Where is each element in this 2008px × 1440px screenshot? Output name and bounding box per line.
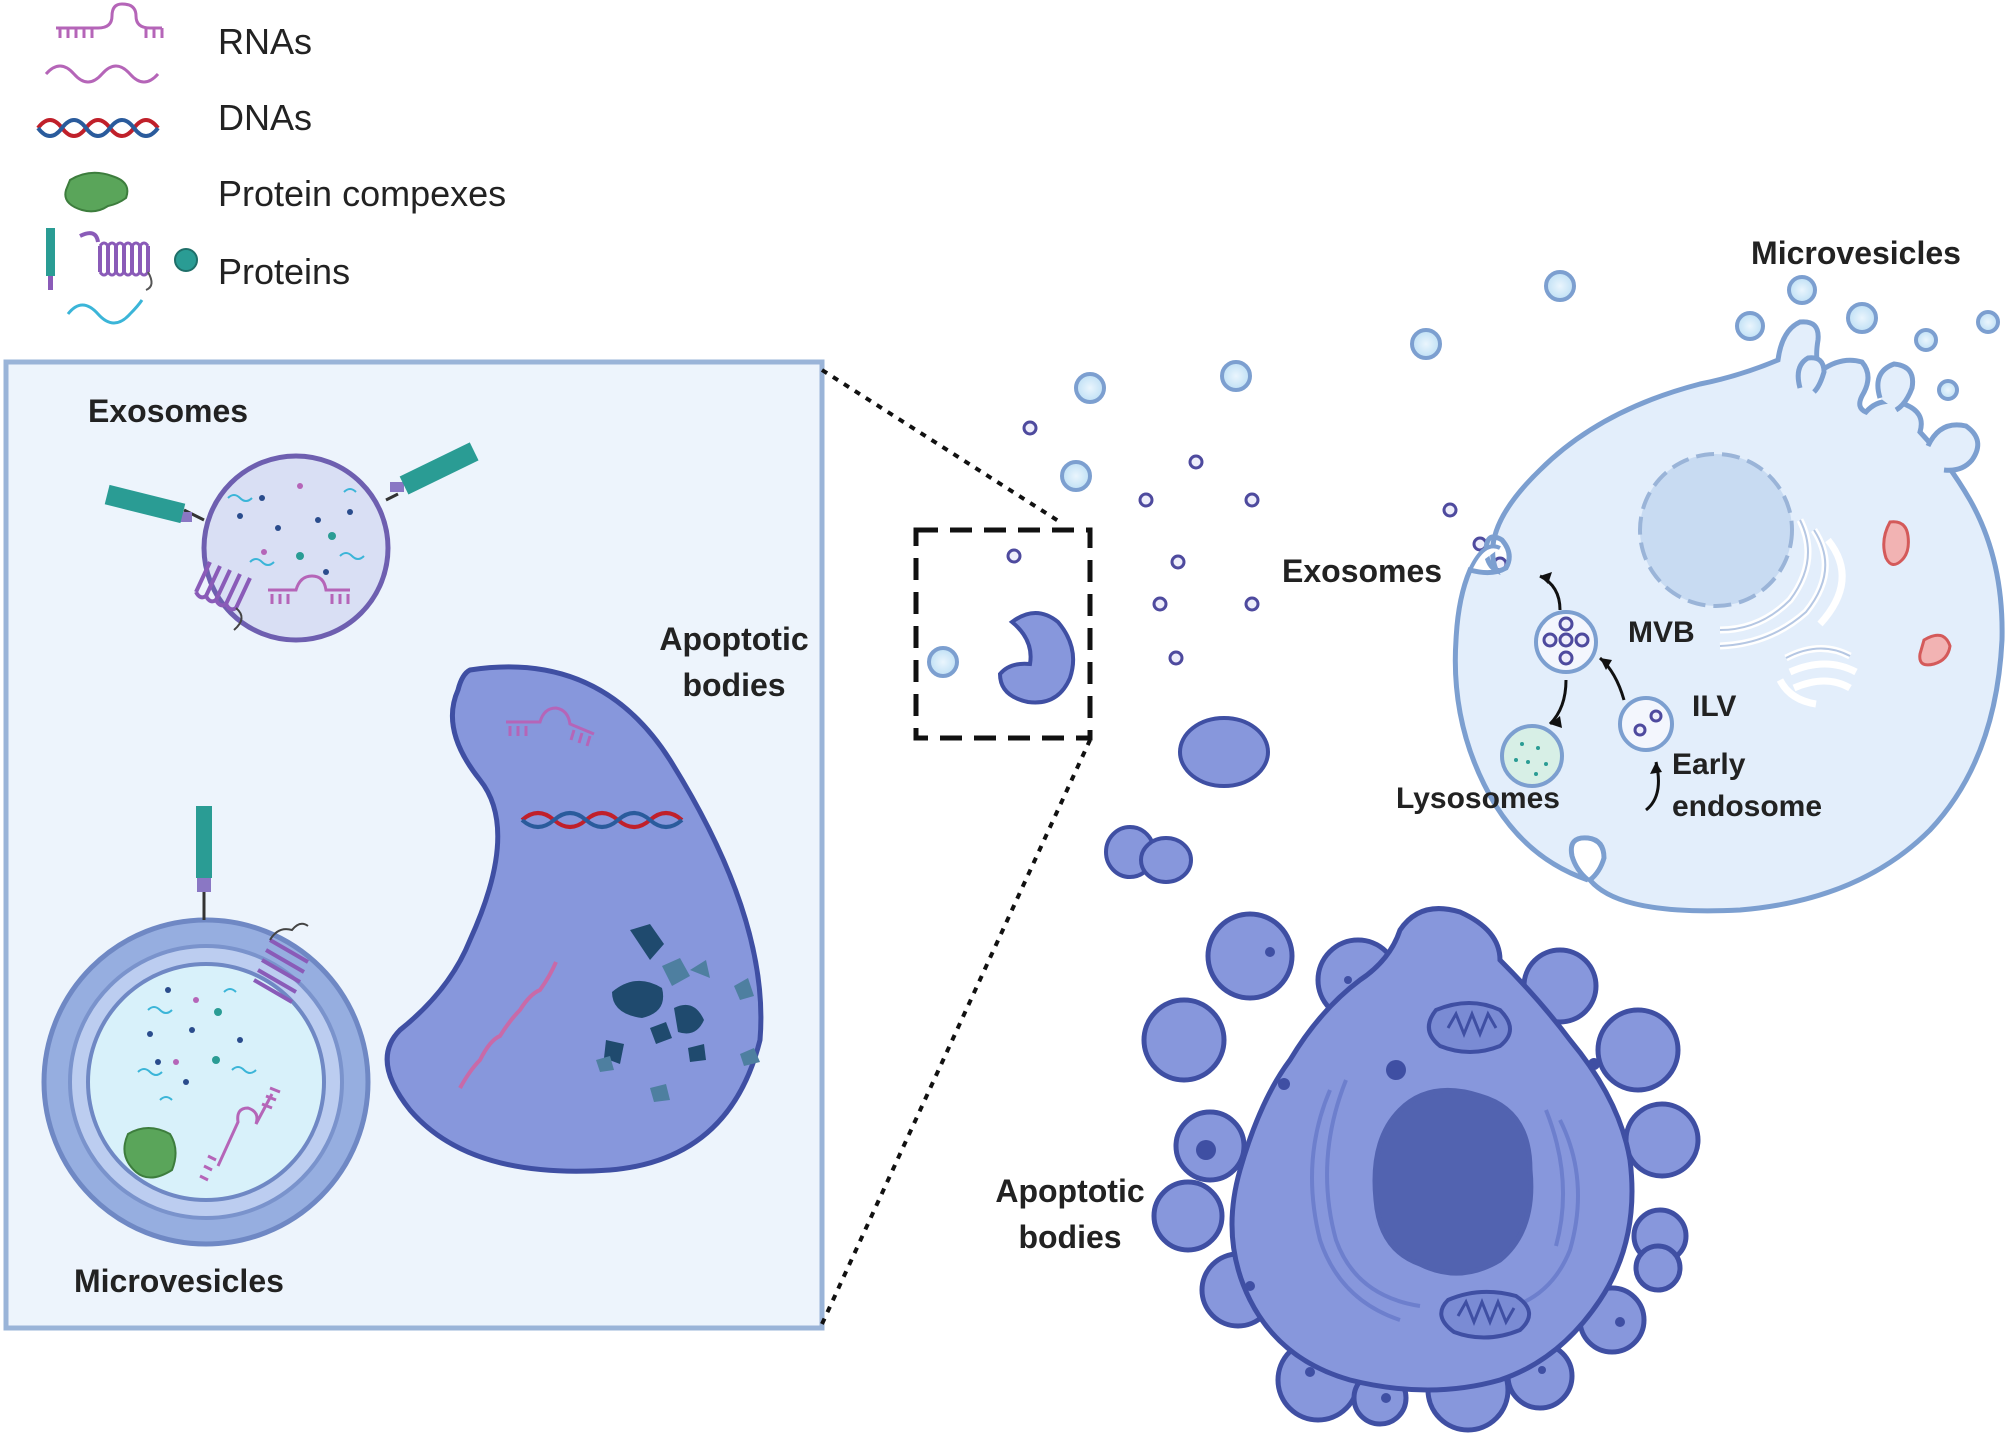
cell-golgi-outline xyxy=(1719,519,1851,659)
bleb xyxy=(1205,911,1295,1001)
bleb xyxy=(1141,997,1227,1083)
legend-label-rnas: RNAs xyxy=(218,21,312,62)
apoptotic-granules xyxy=(1196,947,1625,1403)
exosome-cargo xyxy=(227,483,365,575)
scene-label-apoptotic: Apoptotic xyxy=(995,1173,1144,1209)
exosome-release-pit xyxy=(1468,544,1501,571)
inset-apoptotic-fragments xyxy=(596,924,760,1102)
inset-panel: Exosomes Microvesicles Apoptotic bodies xyxy=(3,359,825,1331)
secreting-cell xyxy=(1452,319,2005,914)
zoom-box xyxy=(913,527,1093,741)
apoptotic-er xyxy=(1310,1079,1580,1322)
lysosome xyxy=(1500,724,1564,788)
exosome-membrane-protein xyxy=(194,561,252,631)
zoom-connectors xyxy=(820,368,1092,1325)
cell-nucleus xyxy=(1638,452,1794,608)
microvesicle-membrane-protein xyxy=(252,922,310,1004)
inset-label-microvesicles: Microvesicles xyxy=(74,1263,284,1299)
apoptotic-nucleus xyxy=(1372,1088,1534,1276)
rna-icon xyxy=(44,2,164,84)
exosome-receptor-right xyxy=(385,442,479,502)
microvesicle-rna xyxy=(199,1086,281,1182)
floating-exosomes xyxy=(1006,420,1508,666)
inset-label-apoptotic: Apoptotic xyxy=(659,621,808,657)
cell-budding-vesicles xyxy=(1795,355,1981,473)
scene-label-lysosomes: Lysosomes xyxy=(1396,782,1560,815)
cell-mitochondrion-2 xyxy=(1918,633,1952,667)
floating-microvesicles xyxy=(927,270,2000,678)
inset-apoptotic-rna xyxy=(506,706,595,747)
inset-label-bodies: bodies xyxy=(682,667,785,703)
scene-label-microvesicles: Microvesicles xyxy=(1751,235,1961,271)
scene-label-early: Early xyxy=(1672,748,1746,781)
inset-exosome xyxy=(104,442,479,643)
scene-label-bodies: bodies xyxy=(1018,1219,1121,1255)
inset-apoptotic-body xyxy=(384,664,764,1174)
inset-microvesicle xyxy=(41,806,371,1247)
inset-apoptotic-rna-strand xyxy=(458,961,558,1089)
protein-icon xyxy=(46,228,198,325)
scene-label-mvb: MVB xyxy=(1628,616,1695,649)
apoptotic-mitochondria xyxy=(1427,1001,1531,1340)
arrow-heads xyxy=(1540,572,1662,774)
legend: RNAs DNAs Protein compexes Proteins xyxy=(36,2,506,325)
inset-label-exosomes: Exosomes xyxy=(88,393,248,429)
legend-label-protein-complexes: Protein compexes xyxy=(218,173,506,214)
protein-complex-icon xyxy=(64,171,129,213)
exosome-receptor-left xyxy=(104,484,205,524)
microvesicle-protein-complex xyxy=(123,1127,177,1179)
legend-label-proteins: Proteins xyxy=(218,251,350,292)
floating-apoptotic-bodies xyxy=(997,611,1270,884)
bleb xyxy=(1623,1101,1701,1179)
ilv-endosome xyxy=(1618,696,1674,752)
bleb xyxy=(1633,1243,1683,1293)
inset-apoptotic-dna xyxy=(520,811,684,829)
bleb xyxy=(1595,1007,1681,1093)
microvesicle-cargo xyxy=(137,987,257,1101)
scene-label-ilv: ILV xyxy=(1692,690,1736,723)
legend-label-dnas: DNAs xyxy=(218,97,312,138)
cell-mitochondrion-1 xyxy=(1882,520,1910,566)
mvb xyxy=(1534,610,1598,674)
scene-label-exosomes: Exosomes xyxy=(1282,553,1442,589)
apoptotic-cell xyxy=(1141,906,1701,1433)
scene-label-endosome: endosome xyxy=(1672,790,1822,823)
dna-icon xyxy=(36,118,160,138)
exosome-rna xyxy=(268,574,350,604)
microvesicle-receptor xyxy=(196,806,212,920)
bleb xyxy=(1151,1179,1225,1253)
